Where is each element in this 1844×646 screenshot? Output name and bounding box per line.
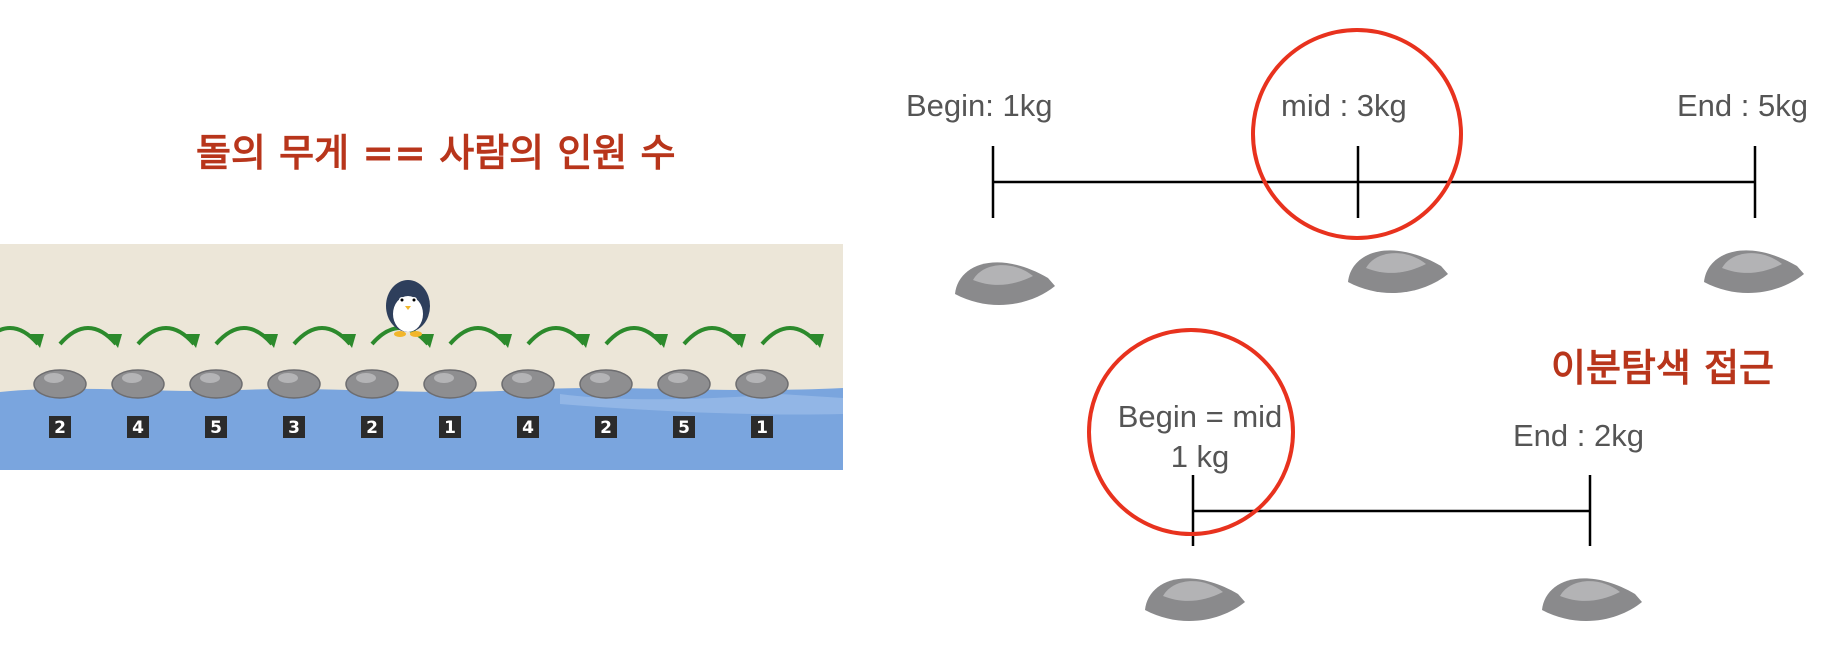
jump-arrow-head	[186, 334, 200, 348]
bottom-begin-label-line2: 1 kg	[1170, 439, 1230, 474]
jump-arrow-head	[264, 334, 278, 348]
stone-weight-title: 돌의 무게 == 사람의 인원 수	[196, 131, 676, 175]
stone-highlight	[746, 373, 766, 383]
stone-number-box	[205, 416, 227, 438]
jump-arrow	[682, 326, 742, 346]
stone-highlight	[122, 373, 142, 383]
stone-number-box	[49, 416, 71, 438]
stone-number: 2	[54, 418, 66, 438]
jump-arrow-head	[654, 334, 668, 348]
stone-number-box	[439, 416, 461, 438]
weight-stone	[1704, 250, 1804, 294]
weight-stone	[1348, 250, 1448, 294]
stone-number-box	[595, 416, 617, 438]
stone-number-box	[517, 416, 539, 438]
jump-arrow-head	[108, 334, 122, 348]
stone-highlight	[590, 373, 610, 383]
jump-arrow	[292, 326, 352, 346]
weight-stone	[955, 262, 1055, 306]
stone-number-box	[751, 416, 773, 438]
stone-highlight	[512, 373, 532, 383]
jump-arrow	[448, 326, 508, 346]
jump-arrow-head	[30, 334, 44, 348]
bottom-end-label: End : 2kg	[1513, 418, 1644, 453]
stone-highlight	[278, 373, 298, 383]
stone-number-box	[361, 416, 383, 438]
binary-search-approach-title: 이분탐색 접근	[1551, 346, 1774, 390]
stone-number: 4	[522, 418, 534, 438]
stone-highlight	[200, 373, 220, 383]
stone-highlight	[44, 373, 64, 383]
bottom-begin-label-line1: Begin = mid	[1117, 399, 1283, 434]
top-mid-label: mid : 3kg	[1281, 88, 1407, 123]
jump-arrow-head	[732, 334, 746, 348]
jump-arrow	[604, 326, 664, 346]
stone-number: 1	[444, 418, 456, 438]
mid-highlight-circle	[1251, 28, 1463, 240]
stone-number: 5	[210, 418, 222, 438]
top-end-label: End : 5kg	[1677, 88, 1808, 123]
weight-stone	[1145, 578, 1245, 622]
stone-highlight	[434, 373, 454, 383]
jump-arrow	[526, 326, 586, 346]
stone-number-box	[673, 416, 695, 438]
stone-number-box	[127, 416, 149, 438]
jump-arrow-head	[810, 334, 824, 348]
bottom-begin-label: Begin = mid 1 kg	[1100, 397, 1300, 477]
jump-arrow-head	[498, 334, 512, 348]
stone-number: 2	[600, 418, 612, 438]
jump-arrow	[136, 326, 196, 346]
jump-arrow	[58, 326, 118, 346]
stone-highlight	[356, 373, 376, 383]
stone-number: 1	[756, 418, 768, 438]
stone-highlight	[668, 373, 688, 383]
stone-number: 3	[288, 418, 300, 438]
jump-arrow	[0, 326, 40, 346]
stone-number-box	[283, 416, 305, 438]
jump-arrow-head	[342, 334, 356, 348]
top-begin-label: Begin: 1kg	[906, 88, 1053, 123]
jump-arrow-head	[576, 334, 590, 348]
stone-number: 4	[132, 418, 144, 438]
river-illustration: 2 4 5 3 2 1 4 2 5 1	[0, 244, 843, 470]
stone-number: 5	[678, 418, 690, 438]
stone-number: 2	[366, 418, 378, 438]
jump-arrow	[760, 326, 820, 346]
jump-arrow	[214, 326, 274, 346]
weight-stone	[1542, 578, 1642, 622]
penguin-character	[386, 280, 430, 337]
jump-arrow-head	[420, 334, 434, 348]
